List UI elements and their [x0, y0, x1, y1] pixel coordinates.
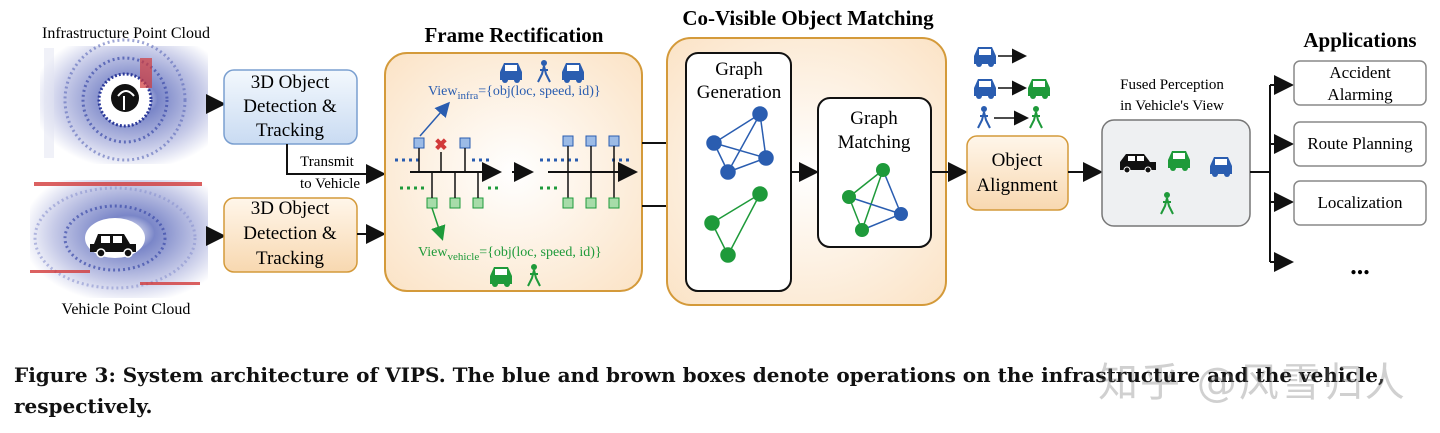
vehicle-point-cloud-image — [30, 180, 208, 298]
figure-caption: Figure 3: System architecture of VIPS. T… — [14, 363, 1385, 418]
app-route-label: Route Planning — [1307, 134, 1413, 153]
infra-point-cloud-image — [40, 38, 208, 164]
car-icon-green-legend — [1028, 79, 1050, 99]
vehicle-detection-box: 3D Object Detection & Tracking — [223, 197, 358, 273]
app-localization: Localization — [1293, 180, 1427, 226]
car-icon-blue-fused — [1210, 157, 1232, 177]
app-route-planning: Route Planning — [1293, 121, 1427, 167]
app-accident-alarming: Accident Alarming — [1293, 60, 1427, 106]
app-accident-line1: Accident — [1329, 63, 1391, 82]
obj-align-line2: Alignment — [976, 175, 1058, 196]
graph-match-line2: Matching — [838, 132, 911, 153]
det-infra-line3: Tracking — [256, 120, 324, 141]
green-graph — [704, 186, 768, 263]
pedestrian-icon-blue — [537, 60, 551, 83]
applications-title: Applications — [1303, 28, 1416, 52]
app-local-label: Localization — [1318, 193, 1403, 212]
drop-cross-icon: ✖ — [434, 137, 447, 154]
matched-graph — [842, 163, 908, 237]
det-veh-line3: Tracking — [256, 248, 324, 269]
graph-gen-line2: Generation — [697, 82, 782, 103]
fused-line1: Fused Perception — [1120, 77, 1224, 93]
app-more-ellipsis: ... — [1350, 251, 1370, 280]
watermark: 知乎 @风雪归人 — [1098, 360, 1407, 406]
obj-align-line1: Object — [992, 150, 1043, 171]
ego-car-icon — [1120, 154, 1156, 174]
graph-match-line1: Graph — [850, 108, 898, 129]
det-infra-line1: 3D Object — [251, 72, 330, 93]
graph-matching-box: Graph Matching — [817, 97, 932, 248]
view-infra-label: Viewinfra={obj(loc, speed, id)} — [428, 84, 601, 102]
alignment-legend — [974, 47, 1050, 129]
app-accident-line2: Alarming — [1327, 85, 1393, 104]
fused-line2: in Vehicle's View — [1120, 98, 1224, 114]
transmit-label-1: Transmit — [300, 154, 354, 170]
car-icon-blue-legend-2 — [974, 79, 996, 99]
co-visible-title: Co-Visible Object Matching — [682, 6, 934, 30]
frame-rectification-title: Frame Rectification — [424, 23, 603, 47]
car-icon — [90, 234, 136, 258]
blue-graph — [706, 106, 774, 180]
vehicle-cloud-label: Vehicle Point Cloud — [62, 301, 191, 318]
pedestrian-icon-green-legend — [1029, 106, 1043, 129]
infra-cloud-label: Infrastructure Point Cloud — [42, 25, 210, 42]
pedestrian-icon-green-fused — [1160, 192, 1174, 215]
fused-perception-box — [1101, 119, 1251, 227]
infra-detection-box: 3D Object Detection & Tracking — [223, 69, 358, 145]
view-vehicle-label: Viewvehicle={obj(loc, speed, id)} — [418, 245, 602, 263]
car-icon-blue-2 — [562, 63, 584, 83]
graph-gen-line1: Graph — [715, 59, 763, 80]
det-veh-line2: Detection & — [243, 223, 337, 244]
transmit-label-2: to Vehicle — [300, 176, 360, 192]
car-icon-green-fused — [1168, 151, 1190, 171]
car-icon-green — [490, 267, 512, 287]
object-alignment-box: Object Alignment — [966, 135, 1069, 211]
det-infra-line2: Detection & — [243, 96, 337, 117]
graph-generation-box: Graph Generation — [685, 52, 792, 292]
pedestrian-icon-blue-legend — [977, 106, 991, 129]
car-icon-blue — [500, 63, 522, 83]
car-icon-blue-legend — [974, 47, 996, 67]
co-visible-box: Graph Generation Graph Matching — [666, 37, 947, 306]
frame-rectification-box: Viewinfra={obj(loc, speed, id)} ✖ — [384, 52, 643, 292]
pedestrian-icon-green — [527, 264, 541, 287]
det-veh-line1: 3D Object — [251, 198, 330, 219]
